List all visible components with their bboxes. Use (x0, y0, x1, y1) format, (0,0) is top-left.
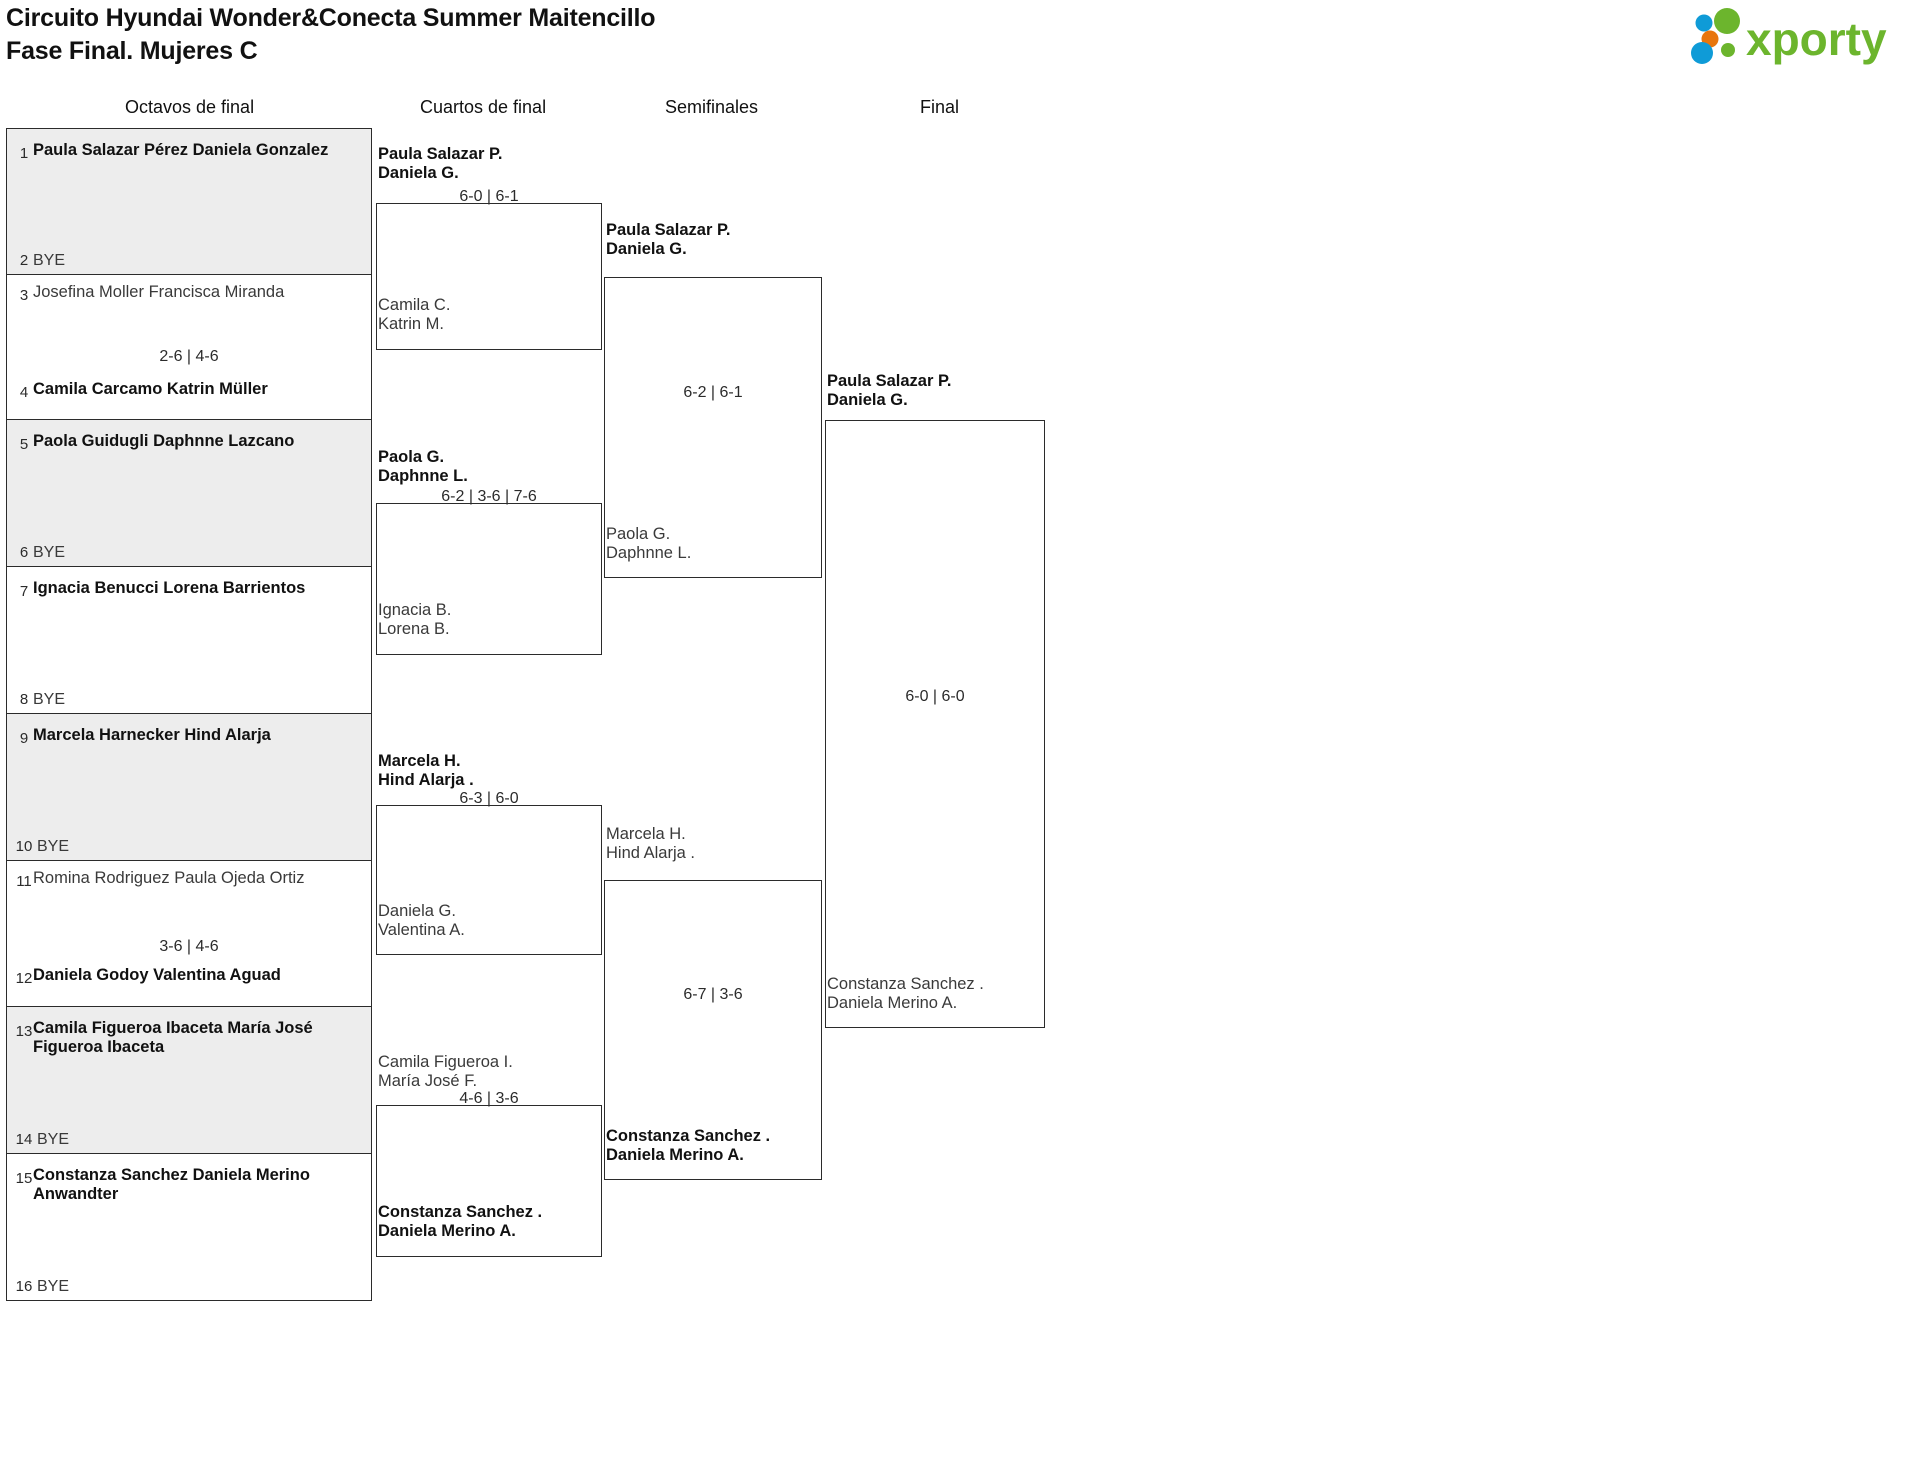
sf-2-bottom-names[interactable]: Constanza Sanchez . Daniela Merino A. (606, 1127, 771, 1164)
seed-number: 9 (19, 730, 29, 747)
bye-label: BYE (33, 691, 66, 708)
qf-4-top-names[interactable]: Camila Figueroa I. María José F. (378, 1053, 513, 1090)
seed-number: 4 (19, 384, 29, 401)
sf-2-top-names[interactable]: Marcela H. Hind Alarja . (606, 825, 695, 862)
qf-2-bottom-names[interactable]: Ignacia B. Lorena B. (378, 601, 452, 638)
bye-label: BYE (37, 1131, 70, 1148)
tournament-name: Circuito Hyundai Wonder&Conecta Summer M… (6, 4, 656, 32)
seed-number: 10 (15, 838, 33, 855)
match-score: 2-6 | 4-6 (159, 348, 219, 365)
bye-label: BYE (33, 544, 66, 561)
bracket-slot-seed-12[interactable]: 12 Daniela Godoy Valentina Aguad (6, 929, 372, 1007)
qf-match-1-box[interactable] (376, 203, 602, 350)
bracket-slot-seed-10[interactable]: 10 BYE (6, 789, 372, 861)
qf-3-top-names[interactable]: Marcela H. Hind Alarja . (378, 752, 474, 789)
sf-1-top-names[interactable]: Paula Salazar P. Daniela G. (606, 221, 731, 258)
bracket-slot-seed-5[interactable]: 5 Paola Guidugli Daphnne Lazcano (6, 420, 372, 495)
seed-number: 2 (19, 252, 29, 269)
qf-1-top-names[interactable]: Paula Salazar P. Daniela G. (378, 145, 503, 182)
player-names: Daniela Godoy Valentina Aguad (33, 966, 281, 984)
bracket-slot-seed-8[interactable]: 8 BYE (6, 642, 372, 714)
sf-1-score: 6-2 | 6-1 (683, 384, 743, 401)
seed-number: 12 (15, 970, 33, 987)
qf-3-bottom-names[interactable]: Daniela G. Valentina A. (378, 902, 465, 939)
xporty-logo-graphic: xporty (1691, 8, 1887, 65)
seed-number: 1 (19, 145, 29, 162)
player-names: Romina Rodriguez Paula Ojeda Ortiz (33, 869, 305, 887)
qf-1-score: 6-0 | 6-1 (459, 188, 519, 205)
bracket-slot-seed-13[interactable]: 13 Camila Figueroa Ibaceta María José Fi… (6, 1007, 372, 1082)
final-score: 6-0 | 6-0 (905, 688, 965, 705)
seed-number: 11 (16, 873, 32, 890)
player-names: Paola Guidugli Daphnne Lazcano (33, 432, 295, 450)
seed-number: 8 (19, 691, 29, 708)
qf-2-score: 6-2 | 3-6 | 7-6 (441, 488, 537, 505)
seed-number: 6 (19, 544, 29, 561)
qf-2-top-names[interactable]: Paola G. Daphnne L. (378, 448, 468, 485)
round-header-final: Final (920, 97, 960, 117)
bracket-slot-seed-2[interactable]: 2 BYE (6, 203, 372, 275)
bye-label: BYE (37, 1278, 70, 1295)
player-names: Camila Carcamo Katrin Müller (33, 380, 268, 398)
player-names: Marcela Harnecker Hind Alarja (33, 726, 271, 744)
sf-1-bottom-names[interactable]: Paola G. Daphnne L. (606, 525, 692, 562)
xporty-logo[interactable]: xporty (1682, 8, 1902, 66)
player-names: Camila Figueroa Ibaceta María José Figue… (33, 1019, 313, 1056)
seed-number: 7 (19, 583, 29, 600)
logo-dot-cluster (1691, 8, 1740, 64)
logo-wordmark: xporty (1746, 13, 1887, 65)
bracket-slot-seed-16[interactable]: 16 BYE (6, 1229, 372, 1301)
player-names: Constanza Sanchez Daniela Merino Anwandt… (33, 1166, 310, 1203)
sf-2-score: 6-7 | 3-6 (683, 986, 743, 1003)
qf-4-score: 4-6 | 3-6 (459, 1090, 519, 1107)
bracket-slot-seed-11[interactable]: 11 Romina Rodriguez Paula Ojeda Ortiz (6, 861, 372, 929)
round-header-octavos: Octavos de final (125, 97, 255, 117)
bracket-slot-seed-9[interactable]: 9 Marcela Harnecker Hind Alarja (6, 714, 372, 789)
sf-match-1-box[interactable] (604, 277, 822, 578)
player-names: Josefina Moller Francisca Miranda (33, 283, 285, 301)
seed-number: 3 (19, 287, 29, 304)
bracket-slot-seed-7[interactable]: 7 Ignacia Benucci Lorena Barrientos (6, 567, 372, 642)
sf-match-2-box[interactable] (604, 880, 822, 1180)
bracket-slot-seed-4[interactable]: 4 Camila Carcamo Katrin Müller (6, 343, 372, 420)
final-match-box[interactable] (825, 420, 1045, 1028)
match-score: 3-6 | 4-6 (159, 938, 219, 955)
seed-number: 14 (15, 1131, 33, 1148)
seed-number: 16 (15, 1278, 33, 1295)
final-top-names[interactable]: Paula Salazar P. Daniela G. (827, 372, 952, 409)
bracket-slot-seed-1[interactable]: 1 Paula Salazar Pérez Daniela Gonzalez (6, 128, 372, 203)
bye-label: BYE (33, 252, 66, 269)
bracket-slot-seed-14[interactable]: 14 BYE (6, 1082, 372, 1154)
player-names: Ignacia Benucci Lorena Barrientos (33, 579, 306, 597)
qf-1-bottom-names[interactable]: Camila C. Katrin M. (378, 296, 451, 333)
qf-4-bottom-names[interactable]: Constanza Sanchez . Daniela Merino A. (378, 1203, 543, 1240)
player-names: Paula Salazar Pérez Daniela Gonzalez (33, 141, 329, 159)
page-title: Circuito Hyundai Wonder&Conecta Summer M… (6, 2, 1206, 68)
final-bottom-names[interactable]: Constanza Sanchez . Daniela Merino A. (827, 975, 984, 1012)
qf-match-4-box[interactable] (376, 1105, 602, 1257)
qf-match-3-box[interactable] (376, 805, 602, 955)
bracket-slot-seed-15[interactable]: 15 Constanza Sanchez Daniela Merino Anwa… (6, 1154, 372, 1229)
bracket-slot-seed-3[interactable]: 3 Josefina Moller Francisca Miranda (6, 275, 372, 343)
bracket-slot-seed-6[interactable]: 6 BYE (6, 495, 372, 567)
round-header-semifinales: Semifinales (665, 97, 759, 117)
seed-number: 5 (19, 436, 29, 453)
bye-label: BYE (37, 838, 70, 855)
tournament-phase: Fase Final. Mujeres C (6, 37, 258, 65)
qf-3-score: 6-3 | 6-0 (459, 790, 519, 807)
seed-number: 13 (15, 1023, 33, 1040)
seed-number: 15 (15, 1170, 33, 1187)
round-header-cuartos: Cuartos de final (420, 97, 547, 117)
qf-match-2-box[interactable] (376, 503, 602, 655)
